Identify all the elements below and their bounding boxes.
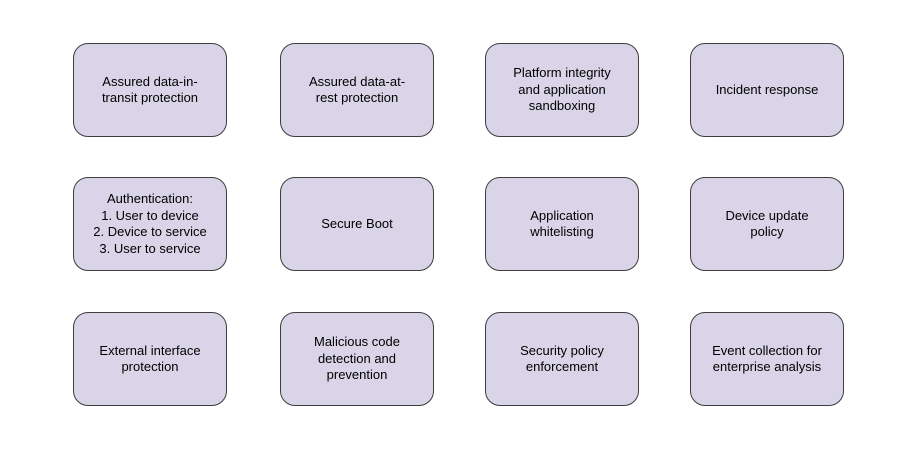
node-label: Malicious code detection and prevention: [314, 334, 400, 383]
node-label: Assured data-at- rest protection: [308, 73, 406, 106]
node-label: External interface protection: [99, 342, 201, 375]
node-event-collection-for-enterprise-analysis: Event collection for enterprise analysis: [690, 312, 844, 406]
node-assured-data-in-transit-protection: Assured data-in- transit protection: [73, 43, 227, 137]
node-malicious-code-detection-and-prevention: Malicious code detection and prevention: [280, 312, 434, 406]
node-device-update-policy: Device update policy: [690, 177, 844, 271]
node-label: Incident response: [715, 81, 819, 97]
node-authentication: Authentication: 1. User to device 2. Dev…: [73, 177, 227, 271]
node-label: Security policy enforcement: [520, 342, 604, 375]
node-platform-integrity-and-application-sandboxing: Platform integrity and application sandb…: [485, 43, 639, 137]
node-incident-response: Incident response: [690, 43, 844, 137]
node-external-interface-protection: External interface protection: [73, 312, 227, 406]
node-label: Authentication: 1. User to device 2. Dev…: [93, 191, 207, 256]
node-label: Secure Boot: [321, 215, 393, 231]
node-label: Platform integrity and application sandb…: [513, 65, 611, 114]
node-security-policy-enforcement: Security policy enforcement: [485, 312, 639, 406]
node-assured-data-at-rest-protection: Assured data-at- rest protection: [280, 43, 434, 137]
node-label: Assured data-in- transit protection: [101, 73, 199, 106]
node-label: Application whitelisting: [530, 207, 594, 240]
node-application-whitelisting: Application whitelisting: [485, 177, 639, 271]
node-label: Device update policy: [725, 207, 809, 240]
node-secure-boot: Secure Boot: [280, 177, 434, 271]
node-label: Event collection for enterprise analysis: [712, 342, 822, 375]
